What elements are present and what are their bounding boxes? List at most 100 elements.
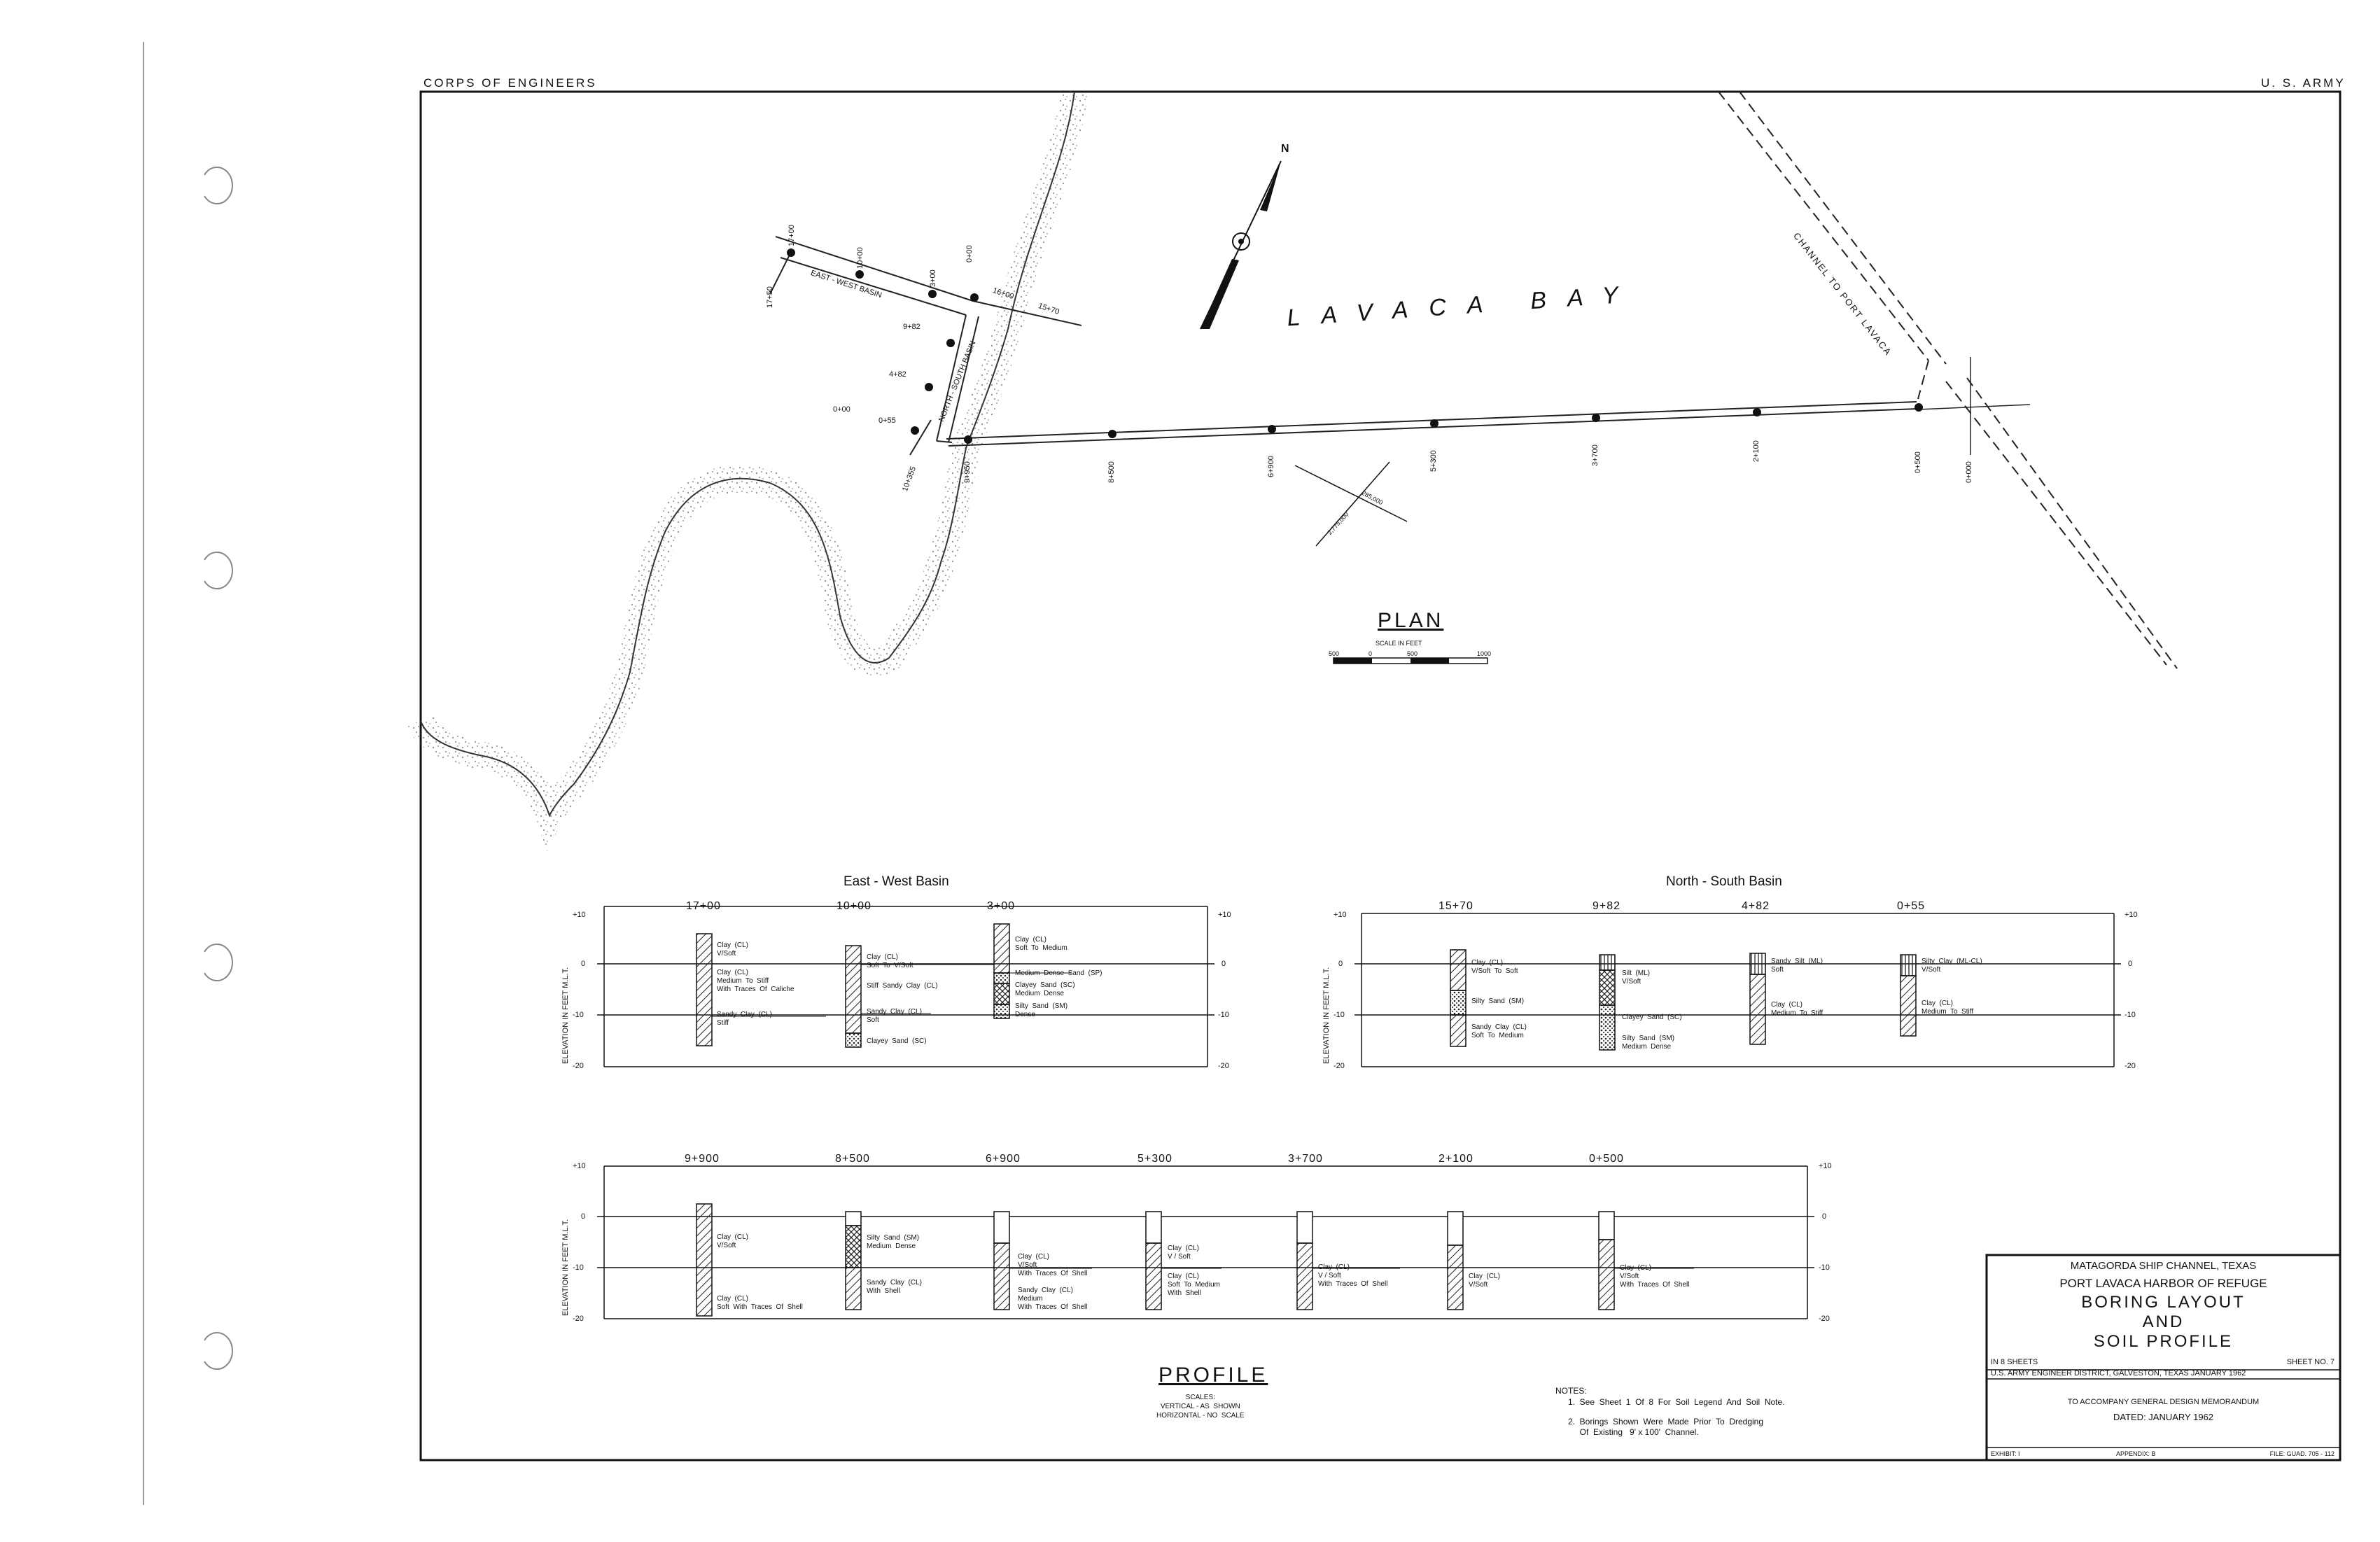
ew-ytick: +10 <box>573 911 586 919</box>
soil-label: Clayey Sand (SC) Medium Dense <box>1015 981 1075 997</box>
ns-ytick: -20 <box>1334 1062 1345 1070</box>
profile-station: 0+500 <box>1589 1153 1624 1165</box>
ew-ytick: -20 <box>573 1062 584 1070</box>
sheet-border <box>419 90 2342 1462</box>
boring-point <box>928 290 937 298</box>
ns-station: 4+82 <box>1742 900 1770 912</box>
scale-tick: 1000 <box>1477 650 1492 657</box>
boring-point <box>1914 403 1923 412</box>
soil-label: Sandy Clay (CL) Soft To Medium <box>1471 1023 1527 1039</box>
soil-label: Silty Clay (ML-CL) V/Soft <box>1921 958 1982 974</box>
boring-column-ns-482 <box>1749 953 1766 1045</box>
profile-station: 2+100 <box>1438 1153 1474 1165</box>
note-item: 1. See Sheet 1 Of 8 For Soil Legend And … <box>1568 1397 1785 1407</box>
header-left: CORPS OF ENGINEERS <box>424 76 597 90</box>
scale-tick: 500 <box>1329 650 1340 657</box>
soil-label: Clay (CL) V/Soft <box>717 941 749 958</box>
soil-label: Sandy Silt (ML) Soft <box>1771 958 1823 974</box>
ew-ytick-right: -10 <box>1218 1011 1229 1019</box>
boring-column-p-2100 <box>1447 1211 1464 1310</box>
tb-sheet-no: SHEET NO. 7 <box>2286 1358 2334 1366</box>
profile-title: PROFILE <box>1158 1364 1268 1387</box>
soil-label: Stiff Sandy Clay (CL) <box>867 982 938 990</box>
plan-station: 17+00 <box>788 225 796 246</box>
plan-station: 4+82 <box>889 370 906 379</box>
boring-column-ew-1700 <box>696 933 713 1046</box>
boring-point <box>964 435 972 444</box>
ew-chart-title: East - West Basin <box>844 874 949 889</box>
profile-ytick-right: -20 <box>1819 1315 1830 1323</box>
boring-column-p-5300 <box>1145 1211 1162 1310</box>
boring-column-ns-1570 <box>1450 949 1466 1047</box>
ew-station: 17+00 <box>686 900 721 912</box>
north-label: N <box>1281 143 1289 155</box>
boring-column-p-3700 <box>1296 1211 1313 1310</box>
soil-label: Clay (CL) Soft To V/Soft <box>867 953 913 969</box>
soil-label: Sandy Clay (CL) Soft <box>867 1008 922 1024</box>
plan-station: 0+500 <box>1914 451 1922 473</box>
north-arrow-icon <box>1200 160 1282 330</box>
ns-ytick-right: +10 <box>2124 911 2138 919</box>
soil-label: Clay (CL) V / Soft <box>1168 1245 1200 1261</box>
plan-station: 5+300 <box>1429 450 1438 472</box>
soil-label: Clay (CL) V/Soft <box>717 1233 749 1249</box>
main-channel <box>936 401 1919 447</box>
boring-point <box>925 383 933 391</box>
tb-line5: SOIL PROFILE <box>2093 1332 2234 1351</box>
binder-margin <box>143 42 233 1505</box>
soil-label: Clay (CL) Soft With Traces Of Shell <box>717 1295 803 1311</box>
profile-station: 8+500 <box>835 1153 870 1165</box>
tb-exhibit: EXHIBIT: I <box>1991 1450 2020 1457</box>
plan-station: 3+00 <box>929 269 937 287</box>
plan-station: 8+500 <box>1107 461 1116 483</box>
header-right: U. S. ARMY <box>2261 76 2346 90</box>
profile-yaxis-label: ELEVATION IN FEET M.L.T. <box>561 1219 570 1316</box>
plan-station: 0+55 <box>878 416 896 425</box>
soil-label: Medium Dense Sand (SP) <box>1015 969 1102 977</box>
boring-point <box>911 426 919 435</box>
boring-point <box>946 339 955 347</box>
boring-column-ew-300 <box>993 923 1010 1019</box>
scale-tick: 500 <box>1407 650 1418 657</box>
ns-ytick: -10 <box>1334 1011 1345 1019</box>
soil-label: Clay (CL) Medium To Stiff <box>1771 1001 1823 1017</box>
tb-file: FILE: GUAD. 705 - 112 <box>2269 1450 2334 1457</box>
tb-line3: BORING LAYOUT <box>2081 1293 2246 1312</box>
ew-ytick-right: -20 <box>1218 1062 1229 1070</box>
soil-label: Clay (CL) V / Soft With Traces Of Shell <box>1318 1263 1388 1288</box>
tb-district: U.S. ARMY ENGINEER DISTRICT, GALVESTON, … <box>1991 1369 2246 1378</box>
soil-label: Silt (ML) V/Soft <box>1622 969 1650 986</box>
profile-ytick: 0 <box>581 1212 586 1221</box>
ew-ytick: -10 <box>573 1011 584 1019</box>
profile-ytick-right: 0 <box>1822 1212 1827 1221</box>
ns-station: 9+82 <box>1592 900 1621 912</box>
profile-station: 5+300 <box>1138 1153 1172 1165</box>
ns-station: 0+55 <box>1897 900 1926 912</box>
soil-label: Clayey Sand (SC) <box>1622 1014 1682 1021</box>
tb-sheets: IN 8 SHEETS <box>1991 1358 2038 1366</box>
plan-title: PLAN <box>1378 609 1444 632</box>
soil-label: Sandy Clay (CL) Stiff <box>717 1011 772 1027</box>
soil-label: Clay (CL) Soft To Medium <box>1015 936 1068 952</box>
boring-column-ew-1000 <box>845 945 862 1048</box>
ns-chart-title: North - South Basin <box>1666 874 1782 889</box>
boring-column-ns-982 <box>1599 954 1616 1051</box>
profile-ytick-right: -10 <box>1819 1263 1830 1272</box>
boring-point <box>1430 419 1438 428</box>
boring-column-p-8500 <box>845 1211 862 1310</box>
plan-station: 0+00 <box>965 245 974 262</box>
boring-point <box>1753 408 1761 416</box>
boring-column-ns-055 <box>1900 954 1917 1037</box>
ns-yaxis-label: ELEVATION IN FEET M.L.T. <box>1322 967 1331 1064</box>
soil-label: Clay (CL) V/Soft With Traces Of Shell <box>1620 1264 1690 1289</box>
ns-ytick-right: -10 <box>2124 1011 2136 1019</box>
tb-accompany: TO ACCOMPANY GENERAL DESIGN MEMORANDUM <box>2067 1398 2260 1406</box>
ns-ytick: 0 <box>1338 960 1343 968</box>
ew-ytick-right: +10 <box>1218 911 1231 919</box>
profile-ytick: -10 <box>573 1263 584 1272</box>
soil-label: Silty Sand (SM) Medium Dense <box>867 1234 920 1250</box>
channel-to-port-lavaca <box>1718 91 2178 669</box>
main-channel-extension <box>1917 404 2031 410</box>
ew-ytick-right: 0 <box>1222 960 1226 968</box>
ns-station: 15+70 <box>1438 900 1474 912</box>
